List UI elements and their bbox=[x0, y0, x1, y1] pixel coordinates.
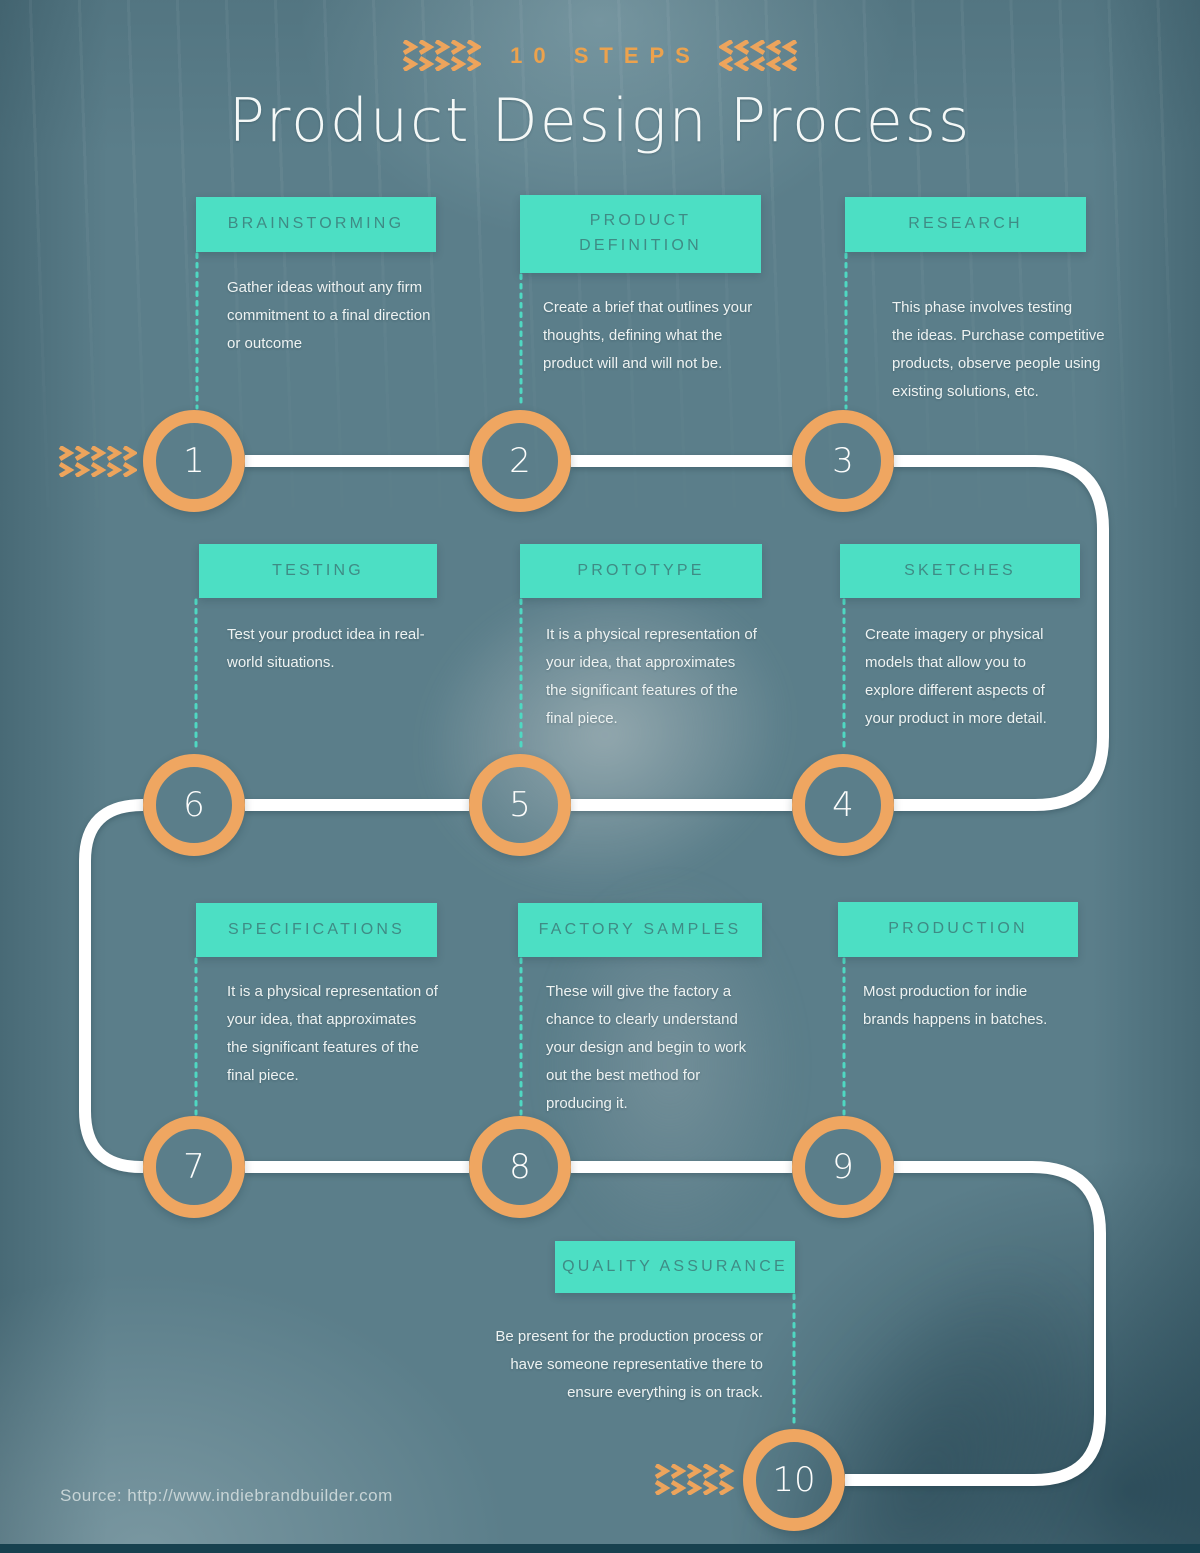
bottom-border-strip bbox=[0, 1544, 1200, 1553]
step-number: 1 bbox=[183, 441, 205, 481]
step-circle-6: 6 bbox=[143, 754, 245, 856]
step-desc-specifications: It is a physical representation of your … bbox=[227, 983, 438, 1084]
step-number: 10 bbox=[772, 1460, 816, 1500]
step-label-production: PRODUCTION bbox=[838, 902, 1078, 957]
step-number: 5 bbox=[509, 785, 531, 825]
step-circle-3: 3 bbox=[792, 410, 894, 512]
page-title: Product Design Process bbox=[228, 86, 972, 156]
header-badge: 10 STEPS bbox=[0, 40, 1200, 71]
step-number: 9 bbox=[832, 1147, 854, 1187]
step-desc-brainstorming: Gather ideas without any firm commitment… bbox=[227, 279, 431, 352]
step-label-research: RESEARCH bbox=[845, 197, 1086, 252]
step-desc-research: This phase involves testing the ideas. P… bbox=[892, 299, 1105, 400]
step-label-testing: TESTING bbox=[199, 544, 437, 598]
step-desc-sketches: Create imagery or physical models that a… bbox=[865, 626, 1047, 727]
step-circle-4: 4 bbox=[792, 754, 894, 856]
step-desc-quality-assurance: Be present for the production process or… bbox=[495, 1328, 763, 1401]
step-label-product-definition: PRODUCT DEFINITION bbox=[520, 195, 761, 273]
step-number: 4 bbox=[832, 785, 854, 825]
step-desc-testing: Test your product idea in real- world si… bbox=[227, 626, 425, 671]
step-desc-production: Most production for indie brands happens… bbox=[863, 983, 1048, 1028]
step-desc-prototype: It is a physical representation of your … bbox=[546, 626, 757, 727]
step-label-specifications: SPECIFICATIONS bbox=[196, 903, 437, 957]
badge-text: 10 STEPS bbox=[510, 42, 701, 68]
step-label-sketches: SKETCHES bbox=[840, 544, 1080, 598]
step-label-quality-assurance: QUALITY ASSURANCE bbox=[555, 1241, 795, 1293]
step-label-brainstorming: BRAINSTORMING bbox=[196, 197, 436, 252]
step-number: 3 bbox=[832, 441, 854, 481]
step-circle-9: 9 bbox=[792, 1116, 894, 1218]
step-label-factory-samples: FACTORY SAMPLES bbox=[518, 903, 762, 957]
step-circle-5: 5 bbox=[469, 754, 571, 856]
step-number: 8 bbox=[509, 1147, 531, 1187]
step-circle-1: 1 bbox=[143, 410, 245, 512]
step-number: 6 bbox=[183, 785, 205, 825]
step-circle-10: 10 bbox=[743, 1429, 845, 1531]
step-circle-2: 2 bbox=[469, 410, 571, 512]
step-desc-factory-samples: These will give the factory a chance to … bbox=[546, 983, 747, 1112]
step-desc-product-definition: Create a brief that outlines your though… bbox=[543, 299, 753, 372]
flow-start-chevron-icon bbox=[57, 446, 137, 477]
step-number: 7 bbox=[183, 1147, 205, 1187]
step-circle-8: 8 bbox=[469, 1116, 571, 1218]
step-circle-7: 7 bbox=[143, 1116, 245, 1218]
step-number: 2 bbox=[509, 441, 531, 481]
flow-end-chevron-icon bbox=[650, 1464, 736, 1495]
source-text: Source: http://www.indiebrandbuilder.com bbox=[60, 1486, 393, 1505]
step-label-prototype: PROTOTYPE bbox=[520, 544, 762, 598]
